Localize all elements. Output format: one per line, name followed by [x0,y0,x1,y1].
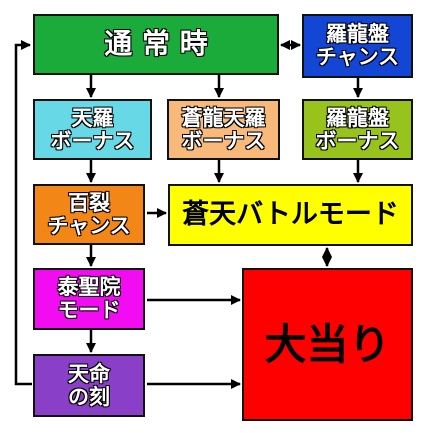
node-raraban-chance: 羅龍盤 チャンス [302,14,413,78]
node-tenmei-no-koku: 天命 の刻 [33,354,145,417]
node-hyakuretsu-chance: 百裂 チャンス [33,184,145,245]
node-sorun-tenra-bonus: 蒼龍天羅 ボーナス [167,99,280,160]
node-normal: 通 常 時 [33,14,279,75]
node-jackpot: 大当り [242,268,413,421]
node-raraban-bonus: 羅龍盤 ボーナス [302,99,413,160]
edge-tenmei-loop-to-normal [14,40,32,386]
node-souten-battle: 蒼天バトルモード [168,184,413,246]
node-tenra-bonus: 天羅 ボーナス [33,99,152,160]
node-taiseiin-mode: 泰聖院 モード [33,268,145,330]
